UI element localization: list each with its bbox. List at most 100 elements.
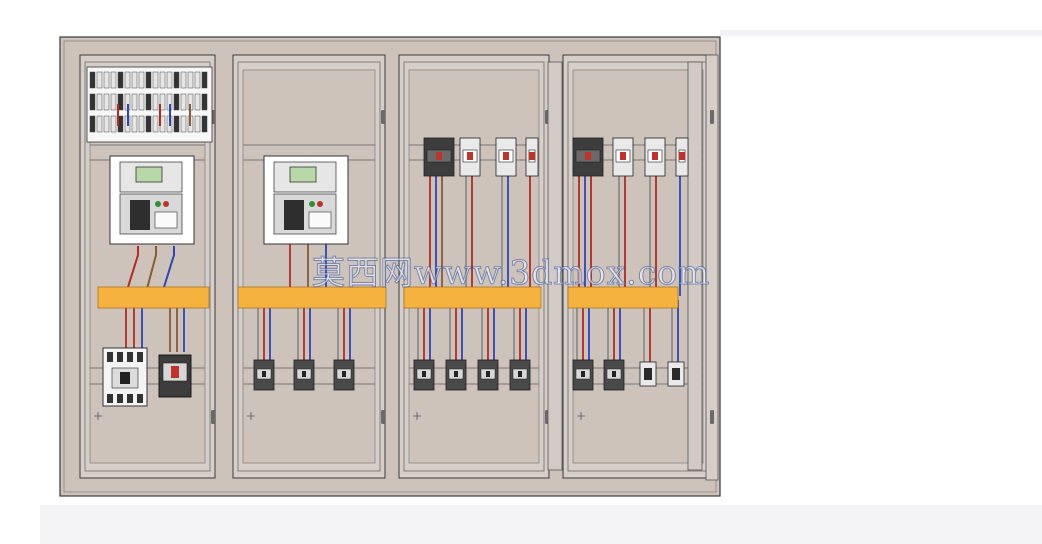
mounting-mark (247, 412, 255, 420)
terminal-block (201, 71, 208, 89)
mcb-lever (302, 371, 306, 377)
door-hinge (381, 110, 385, 124)
mcb-f1-1 (445, 359, 467, 391)
mccb-white-terminal (107, 394, 113, 403)
mcb-lever (486, 371, 490, 377)
terminal-block (110, 93, 117, 111)
acb-breaker-2 (263, 155, 349, 245)
acb-indicator-green (309, 201, 315, 207)
terminal-block (131, 115, 138, 133)
door-hinge (710, 110, 714, 124)
mounting-mark (94, 412, 102, 420)
acb-feed-wire (159, 246, 175, 301)
terminal-block (96, 115, 103, 133)
mcb-lever (612, 371, 616, 377)
acb-handle-area (284, 200, 304, 230)
mcb-s2-2 (333, 359, 355, 391)
terminal-block (194, 115, 201, 133)
acb-handle-area (130, 200, 150, 230)
mcb-lever (454, 371, 458, 377)
mcb-f1-3 (509, 359, 531, 391)
terminal-block (117, 93, 124, 111)
mcb-lever (342, 371, 346, 377)
terminal-block (103, 115, 110, 133)
terminal-block (117, 71, 124, 89)
mcb-lever (422, 371, 426, 377)
mounting-mark (413, 412, 421, 420)
terminal-block (103, 71, 110, 89)
side-door-strip (687, 61, 703, 471)
terminal-block (173, 115, 180, 133)
terminal-block (180, 71, 187, 89)
terminal-strip (86, 66, 213, 143)
terminal-block (138, 115, 145, 133)
terminal-block (89, 71, 96, 89)
mcb-f1-0 (413, 359, 435, 391)
terminal-block (145, 115, 152, 133)
terminal-block (173, 71, 180, 89)
terminal-block (166, 71, 173, 89)
section-panel (242, 69, 376, 464)
top-breaker-f2-0 (572, 137, 604, 177)
top-breaker-f2-3 (675, 137, 689, 177)
terminal-block (194, 93, 201, 111)
terminal-block (152, 115, 159, 133)
terminal-block (138, 93, 145, 111)
breaker-toggle (679, 152, 685, 160)
terminal-block (110, 71, 117, 89)
mccb-white-terminal (137, 352, 143, 362)
mccb-dark (158, 354, 192, 398)
top-breaker-f1-3 (525, 137, 539, 177)
acb-indicator-red (317, 201, 323, 207)
terminal-block (194, 71, 201, 89)
terminal-block (152, 93, 159, 111)
top-breaker-f1-0 (423, 137, 455, 177)
terminal-block (110, 115, 117, 133)
mccb-white-terminal (117, 352, 123, 362)
terminal-block (145, 71, 152, 89)
acb-indicator-red (163, 201, 169, 207)
breaker-toggle (585, 152, 591, 160)
feeder-section-1 (398, 54, 550, 479)
terminal-block (201, 115, 208, 133)
terminal-block (180, 115, 187, 133)
breaker-toggle (620, 152, 626, 160)
terminal-block (180, 93, 187, 111)
mccb-white-handle (120, 372, 130, 384)
mcb-s2-0 (253, 359, 275, 391)
right-door-strip (705, 54, 719, 481)
terminal-block (159, 71, 166, 89)
acb-indicator-green (155, 201, 161, 207)
mcb-lever (518, 371, 522, 377)
section-inner-frame (237, 61, 381, 472)
mccb-white-terminal (107, 352, 113, 362)
mccb-white (102, 347, 148, 407)
acb-display (135, 166, 163, 183)
section-inner-frame (403, 61, 545, 472)
mccb-dark-handle (171, 366, 179, 378)
terminal-block (173, 93, 180, 111)
acb-panel (308, 211, 332, 229)
busbar (403, 286, 542, 309)
terminal-block (96, 93, 103, 111)
top-band (720, 30, 1042, 36)
acb-feed-wire (123, 246, 139, 301)
section-panel (408, 69, 540, 464)
terminal-block (124, 71, 131, 89)
switch-f2-1 (667, 361, 685, 387)
incoming-section-2 (232, 54, 386, 479)
terminal-block (103, 93, 110, 111)
top-breaker-f1-2 (495, 137, 517, 177)
top-breaker-f1-1 (459, 137, 481, 177)
top-breaker-f2-2 (644, 137, 666, 177)
switch-lever (672, 368, 680, 380)
terminal-block (145, 93, 152, 111)
mcb-s2-1 (293, 359, 315, 391)
mcb-lever (581, 371, 585, 377)
busbar (97, 286, 210, 309)
section-inner-frame (84, 61, 211, 472)
acb-feed-wire (143, 246, 157, 301)
door-hinge (381, 410, 385, 424)
acb-breaker-1 (109, 155, 195, 245)
